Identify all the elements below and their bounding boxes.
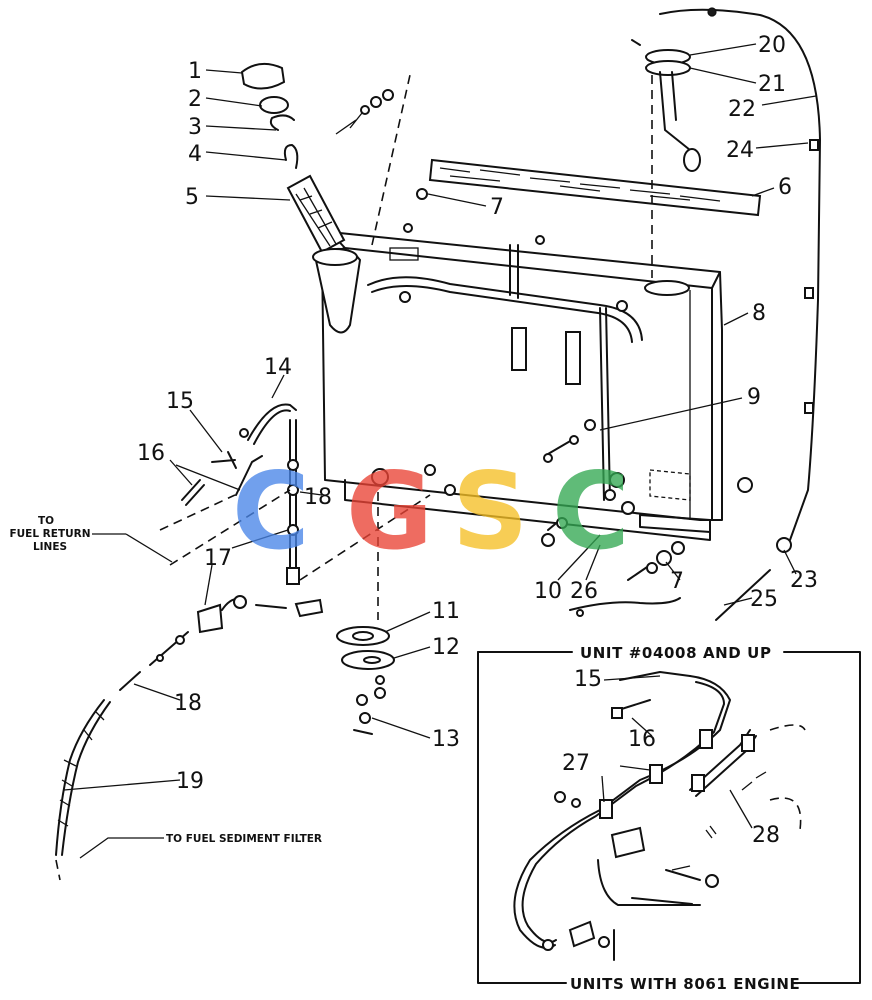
callout-9: 9 [747,385,761,410]
watermark: C G S C [232,450,630,573]
leader-lines [63,43,817,859]
inset-detail [477,651,861,984]
callout-15: 15 [166,389,194,414]
inset-title-top: UNIT #04008 AND UP [580,644,772,662]
tank-hardware-right [541,435,771,621]
callout-27: 27 [562,751,590,776]
callout-3: 3 [188,115,202,140]
callout-26: 26 [570,579,598,604]
callout-numbers: 1 2 3 4 5 6 7 8 9 10 11 12 13 14 15 16 1… [137,33,818,848]
callout-16-inset: 16 [628,727,656,752]
callout-24: 24 [726,138,754,163]
callout-25: 25 [750,587,778,612]
callout-7-top: 7 [490,195,504,220]
callout-21: 21 [758,72,786,97]
callout-11: 11 [432,599,460,624]
filler-assembly [240,62,428,334]
notes: TO FUEL RETURN LINES TO FUEL SEDIMENT FI… [9,515,800,993]
note-sediment-filter: TO FUEL SEDIMENT FILTER [166,833,322,845]
callout-15-inset: 15 [574,667,602,692]
callout-13: 13 [432,727,460,752]
note-fuel-return-line3: LINES [33,541,67,553]
callout-8: 8 [752,301,766,326]
callout-5: 5 [185,185,199,210]
note-fuel-return-line1: TO [38,515,54,527]
fuel-feed-line [55,595,324,881]
callout-20: 20 [758,33,786,58]
callout-16: 16 [137,441,165,466]
callout-4: 4 [188,142,202,167]
callout-10: 10 [534,579,562,604]
callout-23: 23 [790,568,818,593]
watermark-letter-3: S [452,450,528,573]
callout-7-lower: 7 [670,569,684,594]
watermark-letter-2: G [346,450,433,573]
callout-12: 12 [432,635,460,660]
callout-14: 14 [264,355,292,380]
callout-17: 17 [204,546,232,571]
callout-28: 28 [752,823,780,848]
callout-18-upper: 18 [304,485,332,510]
inset-title-bottom: UNITS WITH 8061 ENGINE [570,975,800,993]
callout-22: 22 [728,97,756,122]
note-fuel-return-line2: FUEL RETURN [9,528,90,540]
watermark-letter-1: C [232,450,310,573]
tank-drain-parts [336,492,395,735]
fuel-tank [321,223,753,541]
fuel-return-lines [159,403,431,585]
callout-18-lower: 18 [174,691,202,716]
sending-unit [631,7,821,553]
callout-2: 2 [188,87,202,112]
callout-1: 1 [188,59,202,84]
callout-19: 19 [176,769,204,794]
callout-6: 6 [778,175,792,200]
tank-pad [428,158,762,217]
watermark-letter-4: C [552,450,630,573]
